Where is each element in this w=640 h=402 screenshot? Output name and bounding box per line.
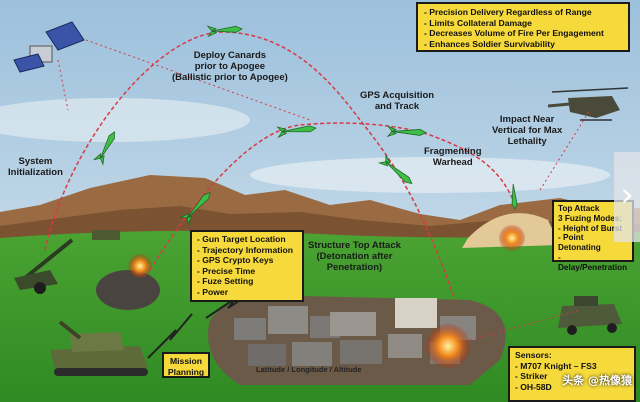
sensor-item: Striker	[515, 371, 629, 382]
benefits-box: Precision Delivery Regardless of Range L…	[416, 2, 630, 52]
chevron-right-icon[interactable]: ›	[614, 152, 640, 242]
gun-data-item: Gun Target Location	[197, 234, 297, 245]
fuzing-mode-item: Height of Burst	[558, 224, 628, 234]
humvee	[558, 296, 622, 335]
cloud	[0, 98, 250, 142]
helicopter	[547, 87, 629, 121]
benefit-item: Enhances Soldier Survivability	[424, 39, 622, 50]
town-explosion	[426, 324, 470, 368]
fuzing-modes-title: 3 Fuzing Modes:	[558, 213, 623, 223]
sensors-box: Sensors: M707 Knight – FS3 Striker OH-58…	[508, 346, 636, 402]
projectile-apogee	[206, 25, 243, 38]
projectile-descent	[377, 153, 413, 185]
bunker-explosion	[499, 225, 525, 251]
fuzing-mode-item: Point Detonating	[558, 233, 628, 253]
benefit-item: Precision Delivery Regardless of Range	[424, 7, 622, 18]
sensor-item: M707 Knight – FS3	[515, 361, 629, 372]
gps-satellite	[13, 21, 85, 73]
sensor-item: OH-58D	[515, 382, 629, 393]
top-attack-title: Top Attack	[558, 204, 600, 213]
fuzing-mode-item: Delay/Penetration	[558, 253, 628, 273]
gun-data-box: Gun Target Location Trajectory Informati…	[190, 230, 304, 302]
projectile-launch	[179, 191, 211, 226]
guided-trajectory	[149, 122, 516, 271]
gun-data-item: Power	[197, 287, 297, 298]
cloud	[250, 157, 610, 193]
projectile-glide-1	[276, 125, 317, 139]
firing-smoke	[96, 270, 160, 310]
gun-data-item: GPS Crypto Keys	[197, 255, 297, 266]
gun-data-item: Precise Time	[197, 266, 297, 277]
projectile-glide-2	[386, 125, 427, 138]
benefit-item: Decreases Volume of Fire Per Engagement	[424, 28, 622, 39]
benefit-item: Limits Collateral Damage	[424, 18, 622, 29]
gps-signal-lines	[57, 39, 311, 121]
ballistic-trajectory	[44, 31, 456, 301]
self-propelled-howitzer	[50, 320, 148, 376]
projectile-terminal	[511, 183, 518, 210]
muzzle-flash	[128, 254, 152, 278]
projectile-ascent-1	[92, 131, 115, 166]
helicopter-designation-line	[539, 109, 591, 191]
datalink-bolt-left	[147, 313, 193, 359]
gun-data-item: Fuze Setting	[197, 276, 297, 287]
sensors-title: Sensors:	[515, 350, 552, 360]
gun-data-item: Trajectory Information	[197, 245, 297, 256]
towed-howitzer	[14, 238, 74, 294]
distant-vehicle	[92, 230, 120, 240]
coordinates-label: Latitude / Longitude / Altitude	[256, 365, 362, 374]
humvee-designation-line	[469, 309, 581, 341]
watermark: 头条 @热像猿	[562, 374, 632, 387]
